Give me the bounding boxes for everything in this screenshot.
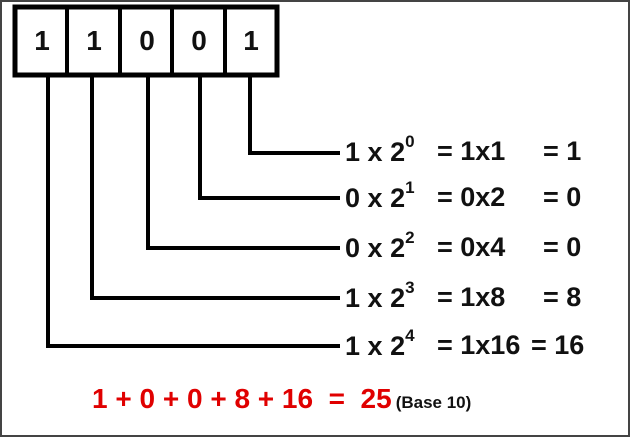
result: = 16 bbox=[531, 330, 585, 360]
connector-bit-4 bbox=[46, 77, 340, 348]
bit-box-outline bbox=[12, 4, 280, 78]
bit-cell: 0 bbox=[139, 25, 155, 56]
base-note: (Base 10) bbox=[395, 393, 472, 412]
product: = 1x8 bbox=[437, 282, 506, 312]
connector-bit-3 bbox=[90, 77, 340, 300]
term: 1 x 23 bbox=[345, 278, 415, 313]
connector-bit-1 bbox=[198, 77, 340, 200]
bit-cell: 1 bbox=[86, 25, 102, 56]
bit-cell: 0 bbox=[191, 25, 207, 56]
connector-bit-2 bbox=[146, 77, 340, 250]
product: = 1x16 bbox=[437, 330, 521, 360]
sum-expression: 1 + 0 + 0 + 8 + 16 = 25 bbox=[92, 383, 392, 414]
term: 1 x 20 bbox=[345, 132, 415, 167]
result: = 0 bbox=[543, 182, 582, 212]
connector-bit-0 bbox=[248, 77, 340, 155]
product: = 0x4 bbox=[437, 232, 506, 262]
product: = 0x2 bbox=[437, 182, 506, 212]
term: 0 x 21 bbox=[345, 178, 415, 213]
result: = 1 bbox=[543, 136, 582, 166]
product: = 1x1 bbox=[437, 136, 506, 166]
result: = 8 bbox=[543, 282, 582, 312]
term: 0 x 22 bbox=[345, 228, 415, 263]
result: = 0 bbox=[543, 232, 582, 262]
sum-line: 1 + 0 + 0 + 8 + 16 = 25(Base 10) bbox=[92, 383, 471, 415]
bit-cell: 1 bbox=[243, 25, 259, 56]
bit-cell: 1 bbox=[34, 25, 50, 56]
term: 1 x 24 bbox=[345, 326, 415, 361]
